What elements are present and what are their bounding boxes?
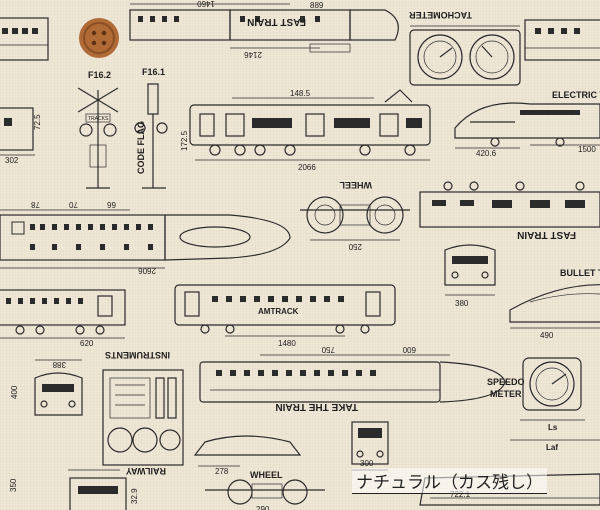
- svg-text:380: 380: [455, 299, 469, 308]
- svg-text:722.1: 722.1: [450, 490, 471, 499]
- tachometer-blueprint: TACHOMETER: [409, 10, 521, 86]
- sewing-button: [79, 18, 119, 58]
- svg-text:172.5: 172.5: [180, 130, 189, 151]
- svg-text:889: 889: [310, 1, 324, 10]
- svg-text:388: 388: [52, 360, 66, 369]
- svg-text:70: 70: [69, 200, 78, 209]
- svg-text:400: 400: [10, 385, 19, 399]
- svg-text:FAST TRAIN: FAST TRAIN: [517, 229, 576, 240]
- svg-text:66: 66: [107, 200, 116, 209]
- svg-text:2066: 2066: [298, 163, 316, 172]
- svg-text:RAILWAY: RAILWAY: [126, 466, 166, 476]
- instruments-blueprint: INSTRUMENTS RAILWAY: [102, 350, 184, 476]
- svg-text:490: 490: [540, 331, 554, 340]
- wheel-blueprint-mirror: WHEEL 250: [300, 180, 410, 251]
- cab-blueprint-left: 302 72.5: [0, 107, 42, 165]
- svg-text:420.6: 420.6: [476, 149, 497, 158]
- svg-text:METER: METER: [490, 389, 522, 399]
- carriage-blueprint-bottom-left: 350 32.9: [9, 469, 139, 510]
- amtrack-train-blueprint: AMTRACK 1480: [174, 284, 396, 348]
- svg-text:WHEEL: WHEEL: [250, 470, 283, 480]
- svg-text:78: 78: [31, 200, 40, 209]
- svg-text:TACHOMETER: TACHOMETER: [409, 10, 472, 20]
- svg-text:620: 620: [80, 339, 94, 348]
- fast-train-right-blueprint: FAST TRAIN: [419, 181, 600, 240]
- svg-text:300: 300: [360, 459, 374, 468]
- svg-text:TAKE THE TRAIN: TAKE THE TRAIN: [275, 401, 358, 412]
- svg-text:Ls: Ls: [548, 423, 558, 432]
- svg-text:350: 350: [9, 478, 18, 492]
- svg-text:F16.2: F16.2: [88, 70, 111, 80]
- svg-text:600: 600: [402, 345, 416, 354]
- svg-text:WHEEL: WHEEL: [339, 180, 372, 190]
- svg-text:1460: 1460: [197, 0, 215, 8]
- svg-text:72.5: 72.5: [33, 114, 42, 130]
- svg-text:FAST TRAIN: FAST TRAIN: [247, 16, 306, 27]
- svg-text:2146: 2146: [244, 50, 262, 59]
- color-caption: ナチュラル（カス残し）: [352, 468, 547, 494]
- take-the-train-blueprint: 750 600 TAKE THE TRAIN: [199, 345, 506, 412]
- svg-text:750: 750: [321, 345, 335, 354]
- svg-text:278: 278: [215, 467, 229, 476]
- electric-train-center-blueprint: 148.5 2066 172.5: [180, 89, 431, 172]
- small-cab-blueprint: 388 400: [10, 359, 83, 416]
- speedometer-blueprint: SPEEDO METER Ls Laf: [487, 357, 600, 452]
- svg-text:INSTRUMENTS: INSTRUMENTS: [105, 350, 170, 360]
- svg-text:1480: 1480: [278, 339, 296, 348]
- svg-text:302: 302: [5, 156, 19, 165]
- svg-text:Laf: Laf: [546, 443, 558, 452]
- svg-text:32.9: 32.9: [130, 488, 139, 504]
- fast-train-top-blueprint: 1460 889 FAST TRAIN 2146: [129, 0, 399, 59]
- railway-crossing-blueprint: F16.2 F16.1 TRACKS CODE FLAG: [77, 67, 168, 189]
- train-blueprint-left-620: 620: [0, 289, 126, 348]
- svg-text:BULLET TRAIN: BULLET TRAIN: [560, 268, 600, 278]
- svg-text:2606: 2606: [138, 266, 156, 275]
- bullet-train-blueprint: BULLET TRAIN 490: [509, 268, 600, 340]
- shinkansen-long-blueprint: 78 70 66 2606: [0, 200, 291, 275]
- electric-train-right-blueprint: ELECTRIC TRAIN 420.6 1500: [454, 90, 600, 158]
- train-blueprint-top-left: [0, 17, 49, 61]
- svg-text:AMTRACK: AMTRACK: [258, 307, 299, 316]
- train-blueprint-top-right: [524, 19, 600, 61]
- train-front-300-blueprint: 300: [351, 421, 389, 471]
- svg-text:ELECTRIC TRAIN: ELECTRIC TRAIN: [552, 90, 600, 100]
- svg-text:250: 250: [348, 242, 362, 251]
- svg-text:290: 290: [256, 505, 270, 510]
- svg-text:CODE FLAG: CODE FLAG: [136, 121, 146, 174]
- svg-text:SPEEDO: SPEEDO: [487, 377, 525, 387]
- svg-text:F16.1: F16.1: [142, 67, 165, 77]
- svg-text:148.5: 148.5: [290, 89, 311, 98]
- wheel-blueprint-bottom: 278 WHEEL 290: [193, 435, 325, 510]
- svg-text:1500: 1500: [578, 145, 596, 154]
- train-cab-front-blueprint: 380: [444, 244, 496, 308]
